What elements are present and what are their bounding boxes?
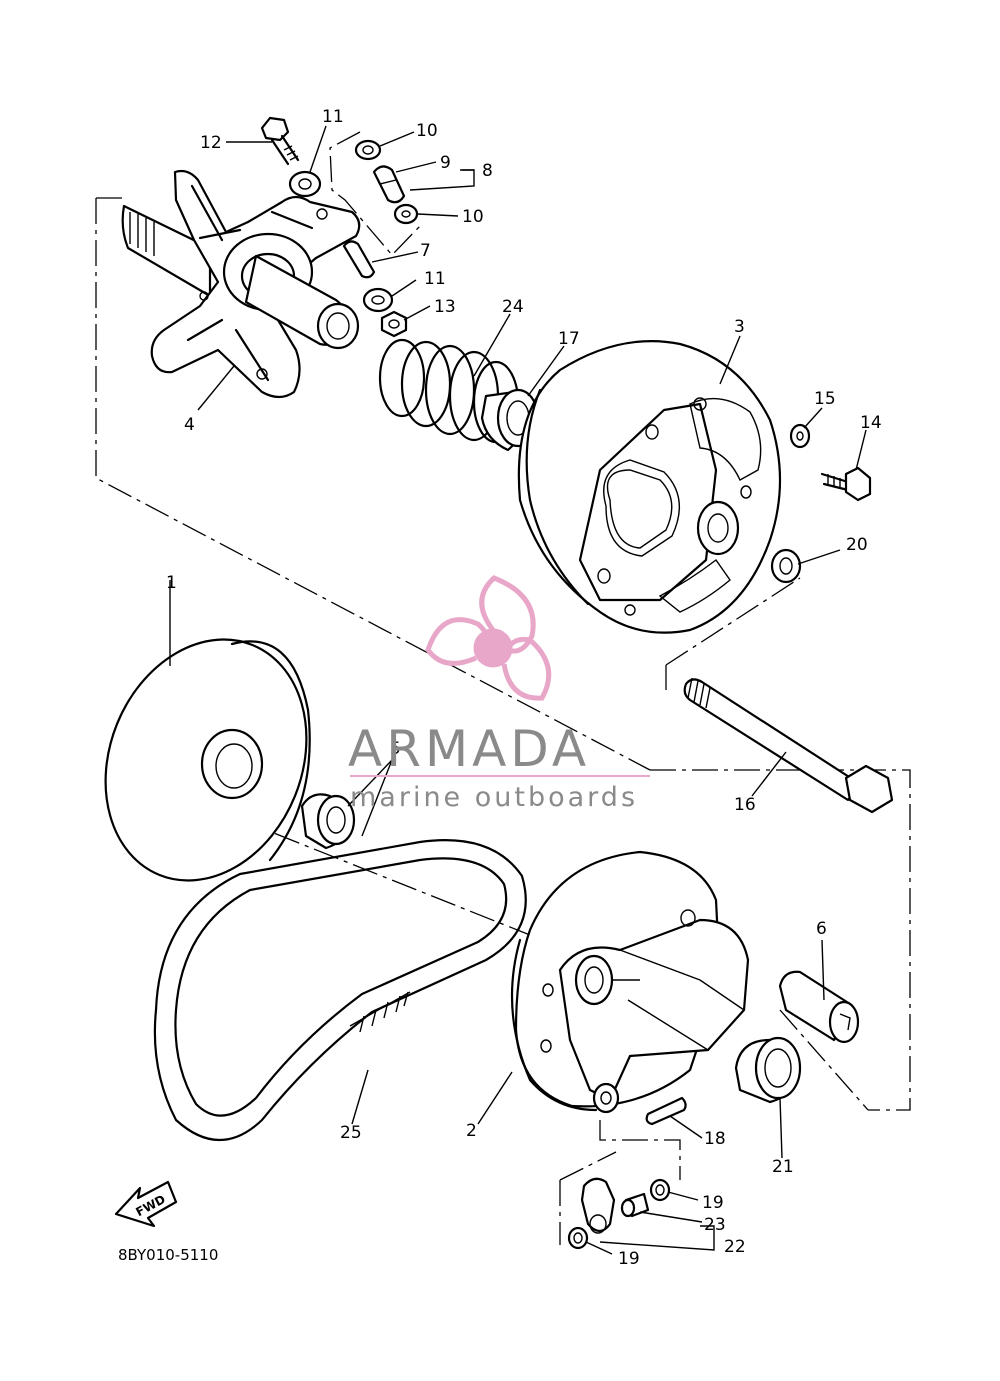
part-5-bushing (300, 793, 356, 850)
callout-6: 6 (816, 919, 827, 939)
part-20-collar (770, 548, 802, 584)
callout-10-upper: 10 (416, 121, 438, 141)
part-7-pin (342, 240, 376, 279)
callout-25: 25 (340, 1123, 362, 1143)
part-13-nut (380, 310, 408, 338)
callout-21: 21 (772, 1157, 794, 1177)
callout-19-lower: 19 (618, 1249, 640, 1269)
part-16-long-bolt (683, 677, 894, 814)
part-18-pin (645, 1096, 687, 1126)
callout-16: 16 (734, 795, 756, 815)
armada-watermark: ARMADA marine outboards (348, 575, 650, 813)
part-14-bolt (820, 466, 872, 502)
callout-7: 7 (420, 241, 431, 261)
callout-12: 12 (200, 133, 222, 153)
callout-11-lower: 11 (424, 269, 446, 289)
part-4-spider (121, 169, 361, 399)
callout-8: 8 (482, 161, 493, 181)
part-23-bushing (620, 1192, 650, 1218)
part-12-bolt (260, 116, 300, 166)
part-11-washer-upper (288, 170, 322, 198)
callout-1: 1 (166, 573, 177, 593)
callout-11-upper: 11 (322, 107, 344, 127)
part-19-washer-upper (649, 1178, 671, 1202)
part-19-washer-lower (567, 1226, 589, 1250)
callout-24: 24 (502, 297, 524, 317)
callout-14: 14 (860, 413, 882, 433)
part-3-cover (517, 340, 782, 634)
propeller-logo-icon (425, 575, 552, 701)
callout-3: 3 (734, 317, 745, 337)
callout-2: 2 (466, 1121, 477, 1141)
callout-15: 15 (814, 389, 836, 409)
part-21-oil-seal (734, 1036, 802, 1104)
part-1-fixed-sheave (104, 638, 311, 882)
callout-9: 9 (440, 153, 451, 173)
part-6-slider (778, 970, 860, 1044)
part-2-sliding-sheave (510, 850, 750, 1114)
part-15-washer (789, 423, 811, 449)
brand-name: ARMADA (348, 720, 590, 778)
part-22-weight (580, 1177, 616, 1234)
callout-18: 18 (704, 1129, 726, 1149)
part-25-belt (153, 839, 527, 1141)
callout-4: 4 (184, 415, 195, 435)
callout-10-lower: 10 (462, 207, 484, 227)
callout-23: 23 (704, 1215, 726, 1235)
leader-lines (169, 125, 867, 1255)
part-9-pin (372, 165, 406, 204)
callout-labels: 12 11 10 9 8 10 7 11 13 24 17 3 15 14 20… (166, 107, 882, 1269)
part-10-washer-lower (393, 203, 419, 225)
brand-tagline: marine outboards (350, 782, 638, 813)
part-24-spring (378, 338, 520, 444)
part-10-washer-upper (354, 139, 382, 161)
callout-19-upper: 19 (702, 1193, 724, 1213)
drawing-code: 8BY010-5110 (118, 1246, 218, 1264)
callout-13: 13 (434, 297, 456, 317)
callout-5: 5 (390, 739, 401, 759)
assembly-outline (95, 131, 911, 1245)
callout-20: 20 (846, 535, 868, 555)
callout-22: 22 (724, 1237, 746, 1257)
part-11-washer-lower (362, 287, 394, 313)
callout-17: 17 (558, 329, 580, 349)
forward-direction-arrow: FWD (114, 1180, 178, 1228)
